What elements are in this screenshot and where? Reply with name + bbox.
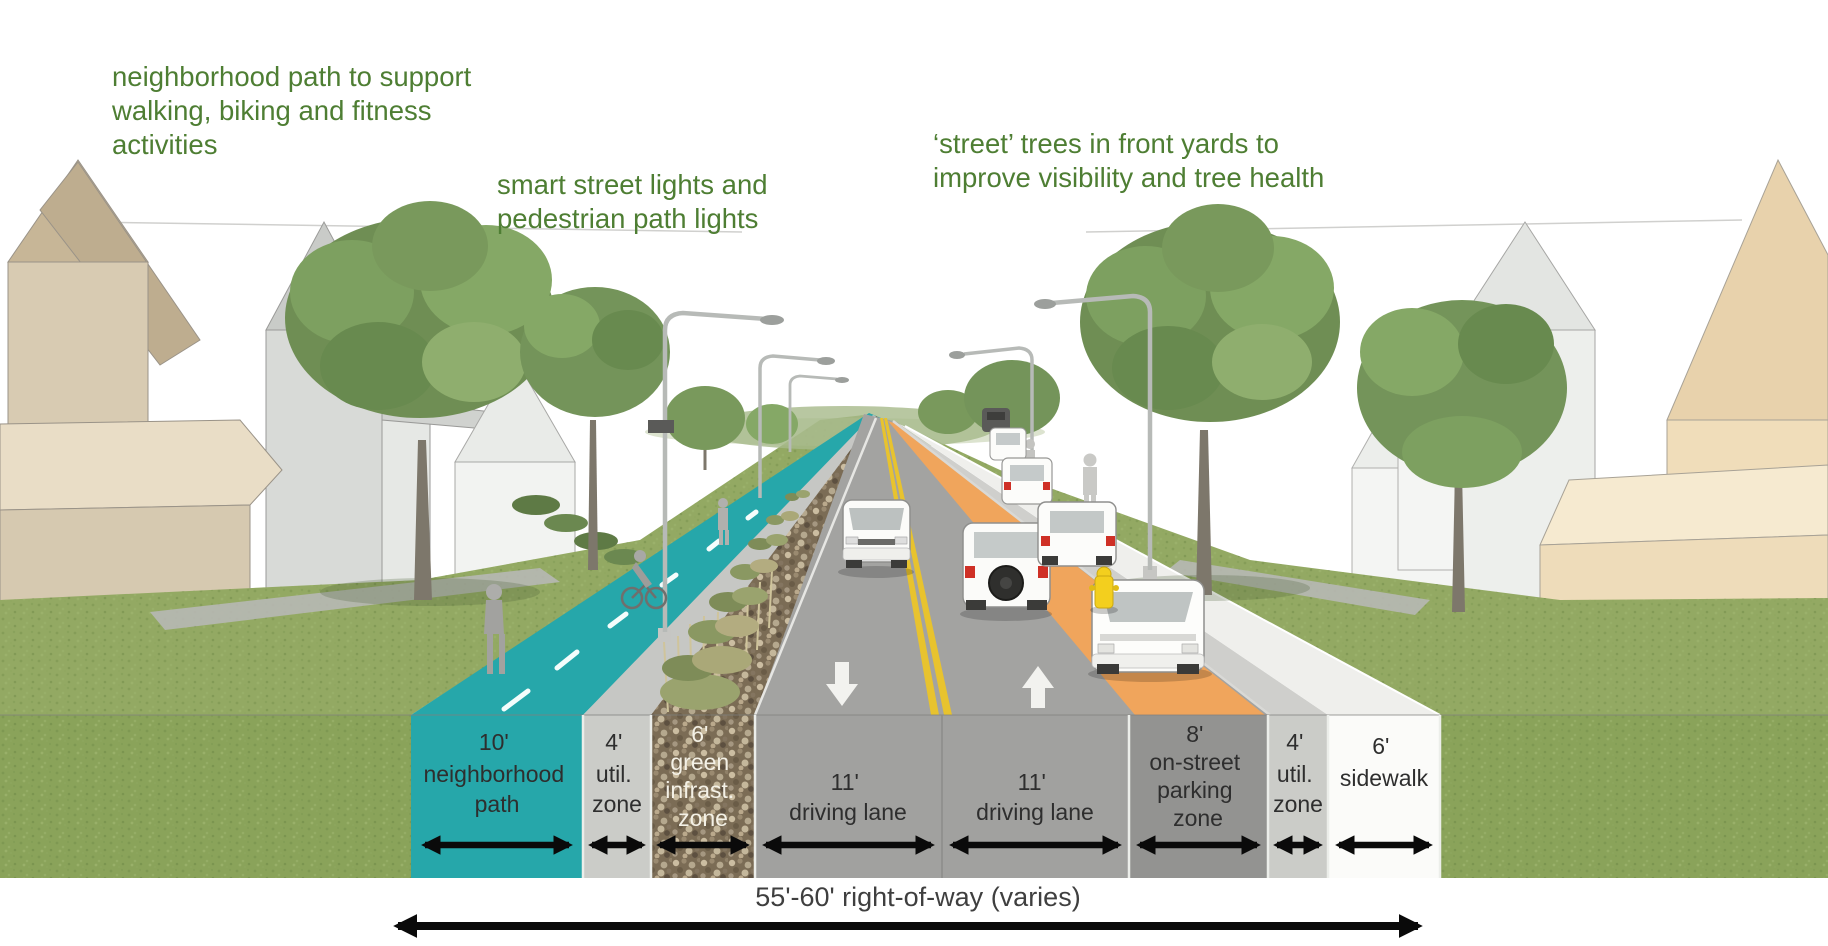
zone-face-driving-lane-right (942, 715, 1129, 878)
annotation-neighborhood-path: neighborhood path to support walking, bi… (112, 60, 471, 162)
streetlight-left-1 (648, 310, 784, 642)
label-parking-zone: 8' on-street parking zone (1149, 721, 1246, 831)
annotation-street-lights: smart street lights and pedestrian path … (497, 168, 768, 236)
smart-sensor-box (648, 420, 674, 433)
tree-right-large (1080, 204, 1340, 601)
tree-left-large (285, 201, 555, 606)
streetlight-right-1 (1034, 293, 1157, 582)
annotation-street-trees: ‘street’ trees in front yards to improve… (933, 127, 1324, 195)
fire-hydrant (1089, 566, 1119, 614)
annotation-line: improve visibility and tree health (933, 162, 1325, 193)
label-neighborhood-path: 10' neighborhood path (423, 729, 570, 817)
annotation-line: pedestrian path lights (497, 203, 759, 234)
zone-labels: 10' neighborhood path 4' util. zone 6' g… (423, 721, 1428, 831)
infiltration-plants (660, 490, 810, 713)
right-of-way-label: 55'-60' right-of-way (varies) (755, 882, 1080, 912)
tree-right-mid (1357, 300, 1567, 612)
utility-strip-left-surface (583, 415, 878, 715)
streetlight-left-3 (788, 374, 849, 452)
annotation-line: smart street lights and (497, 169, 768, 200)
pedestrian-on-path (484, 584, 505, 674)
neighborhood-path-surface (411, 413, 881, 715)
streetlights (648, 293, 1157, 642)
right-of-way: 55'-60' right-of-way (varies) (0, 878, 1828, 946)
tree-left-small (520, 287, 670, 570)
car-minivan-oncoming (838, 499, 914, 578)
annotation-line: ‘street’ trees in front yards to (933, 128, 1279, 159)
front-walkway-left (150, 568, 560, 630)
lane-arrow-away (1022, 666, 1054, 708)
zone-face-driving-lane-left (755, 715, 942, 878)
annotation-line: activities (112, 129, 218, 160)
streetlight-left-2 (758, 354, 835, 498)
background-lines (89, 219, 1743, 233)
annotation-line: neighborhood path to support (112, 61, 472, 92)
label-driving-lane-left: 11' driving lane (789, 769, 907, 825)
annotation-line: walking, biking and fitness (112, 95, 432, 126)
streetlight-right-2 (949, 346, 1034, 498)
cyclist-on-path (620, 550, 668, 610)
lane-arrow-toward (826, 662, 858, 706)
front-walkway-right (1165, 560, 1430, 615)
label-driving-lane-right: 11' driving lane (976, 769, 1094, 825)
lawns (0, 414, 1828, 715)
pedestrian-on-path-far (718, 498, 729, 545)
label-green-infrastructure: 6' green infrast. zone (665, 721, 740, 831)
label-sidewalk: 6' sidewalk (1340, 733, 1429, 791)
double-yellow-line (880, 418, 952, 715)
car-suv-away (960, 522, 1052, 621)
label-utility-left: 4' util. zone (592, 729, 642, 817)
label-utility-right: 4' util. zone (1273, 729, 1323, 817)
cross-section-faces (0, 714, 1828, 878)
parked-cars (982, 408, 1212, 682)
cars (838, 408, 1212, 682)
